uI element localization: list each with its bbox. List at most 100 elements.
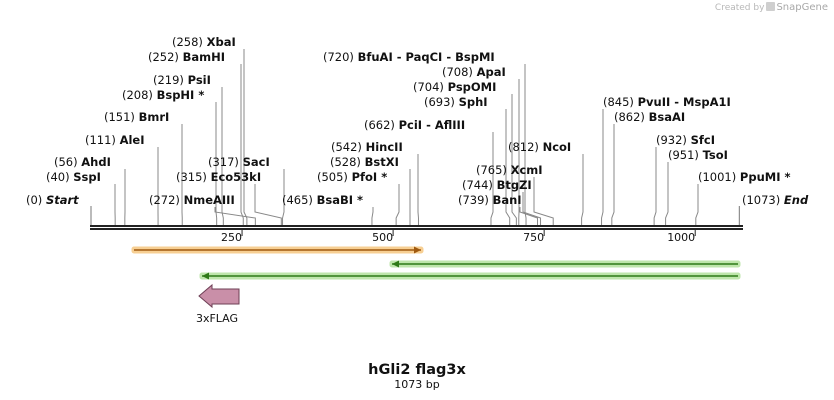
site-connector: [240, 64, 244, 225]
site-connector: [221, 87, 224, 225]
credit-brand: SnapGene: [776, 2, 828, 13]
site-bsaai[interactable]: (862) BsaAI: [611, 110, 686, 225]
site-position: (272): [149, 193, 184, 207]
site-end[interactable]: (1073) End: [738, 193, 809, 226]
site-connector: [524, 64, 527, 225]
site-position: (317): [208, 155, 243, 169]
site-connector: [695, 184, 699, 225]
site-name: SfcI: [691, 133, 715, 147]
site-position: (208): [122, 88, 157, 102]
site-bmri[interactable]: (151) BmrI: [104, 110, 183, 225]
site-alei[interactable]: (111) AleI: [85, 133, 159, 225]
site-label: (0) Start: [26, 193, 79, 207]
site-position: (951): [668, 148, 703, 162]
site-label: (465) BsaBI *: [282, 193, 363, 207]
site-position: (151): [104, 110, 139, 124]
map-subtitle: 1073 bp: [394, 378, 439, 391]
site-label: (111) AleI: [85, 133, 145, 147]
site-label: (744) BtgZI: [462, 178, 532, 192]
site-position: (0): [26, 193, 46, 207]
site-pspomi[interactable]: (704) PspOMI: [413, 80, 517, 225]
site-ppumi[interactable]: (1001) PpuMI *: [695, 170, 791, 225]
site-label: (932) SfcI: [656, 133, 715, 147]
site-name: BfuAI - PaqCI - BspMI: [358, 50, 495, 64]
site-position: (40): [46, 170, 73, 184]
site-psii[interactable]: (219) PsiI: [153, 73, 224, 225]
orange-feature[interactable]: [131, 246, 424, 254]
flag-feature[interactable]: [198, 283, 240, 309]
site-apai[interactable]: (708) ApaI: [442, 65, 520, 225]
site-pfoi[interactable]: (505) PfoI *: [317, 170, 400, 225]
site-sfci[interactable]: (932) SfcI: [653, 133, 715, 225]
site-eco53ki[interactable]: (315) Eco53kI: [176, 170, 282, 225]
site-nmeaiii[interactable]: (272) NmeAIII: [149, 193, 256, 225]
site-connector: [533, 177, 554, 225]
site-sphi[interactable]: (693) SphI: [424, 95, 511, 225]
site-name: AhdI: [81, 155, 111, 169]
site-ahdi[interactable]: (56) AhdI: [54, 155, 126, 225]
site-label: (845) PvuII - MspA1I: [603, 95, 731, 109]
site-btgzi[interactable]: (744) BtgZI: [462, 178, 542, 225]
site-position: (765): [476, 163, 511, 177]
site-name: BsaAI: [649, 110, 686, 124]
site-name: PfoI *: [352, 170, 388, 184]
site-pvuii-mspa1i[interactable]: (845) PvuII - MspA1I: [601, 95, 731, 225]
site-position: (56): [54, 155, 81, 169]
site-position: (1073): [742, 193, 784, 207]
site-connector: [581, 154, 584, 225]
site-connector: [282, 169, 285, 225]
site-name: XbaI: [207, 35, 236, 49]
site-connector: [215, 102, 218, 225]
site-name: AleI: [120, 133, 145, 147]
site-connector: [653, 147, 657, 225]
site-xbai[interactable]: (258) XbaI: [172, 35, 248, 225]
site-connector: [665, 162, 669, 225]
site-hincii[interactable]: (542) HincII: [331, 140, 419, 225]
site-ncoi[interactable]: (812) NcoI: [508, 140, 584, 225]
snapgene-logo-icon: [766, 2, 776, 11]
site-bstxi[interactable]: (528) BstXI: [330, 155, 411, 225]
scale-tick-label: 250: [221, 231, 242, 244]
site-xcmi[interactable]: (765) XcmI: [476, 163, 554, 225]
site-start[interactable]: (0) Start: [26, 193, 92, 226]
site-label: (1001) PpuMI *: [698, 170, 791, 184]
scale-tick-label: 500: [372, 231, 393, 244]
site-sspi[interactable]: (40) SspI: [46, 170, 116, 225]
site-position: (111): [85, 133, 120, 147]
site-label: (708) ApaI: [442, 65, 506, 79]
green-feature-1[interactable]: [389, 260, 741, 268]
site-connector: [371, 207, 374, 225]
site-position: (739): [458, 193, 493, 207]
site-label: (528) BstXI: [330, 155, 399, 169]
site-pcii-afliii[interactable]: (662) PciI - AflIII: [364, 118, 494, 225]
site-bsabi[interactable]: (465) BsaBI *: [282, 193, 374, 225]
site-name: TsoI: [703, 148, 728, 162]
site-position: (845): [603, 95, 638, 109]
site-saci[interactable]: (317) SacI: [208, 155, 285, 225]
site-name: BanI: [493, 193, 522, 207]
site-position: (219): [153, 73, 188, 87]
flag-arrow: [198, 283, 240, 309]
site-connector: [519, 207, 539, 225]
site-name: PpuMI *: [740, 170, 791, 184]
features: [131, 246, 741, 309]
green-feature-2[interactable]: [199, 272, 741, 280]
site-label: (812) NcoI: [508, 140, 571, 154]
site-bamhi[interactable]: (252) BamHI: [148, 50, 244, 225]
site-label: (765) XcmI: [476, 163, 543, 177]
site-position: (542): [331, 140, 366, 154]
scale-tick-label: 1000: [667, 231, 695, 244]
site-label: (151) BmrI: [104, 110, 169, 124]
site-label: (542) HincII: [331, 140, 403, 154]
site-name: Start: [46, 193, 79, 207]
site-label: (739) BanI: [458, 193, 522, 207]
site-bfuai-paqci-bspmi[interactable]: (720) BfuAI - PaqCI - BspMI: [323, 50, 527, 225]
site-label: (258) XbaI: [172, 35, 236, 49]
site-bsphi[interactable]: (208) BspHI *: [122, 88, 218, 225]
site-tsoi[interactable]: (951) TsoI: [665, 148, 728, 225]
site-label: (662) PciI - AflIII: [364, 118, 465, 132]
site-bani[interactable]: (739) BanI: [458, 193, 539, 225]
